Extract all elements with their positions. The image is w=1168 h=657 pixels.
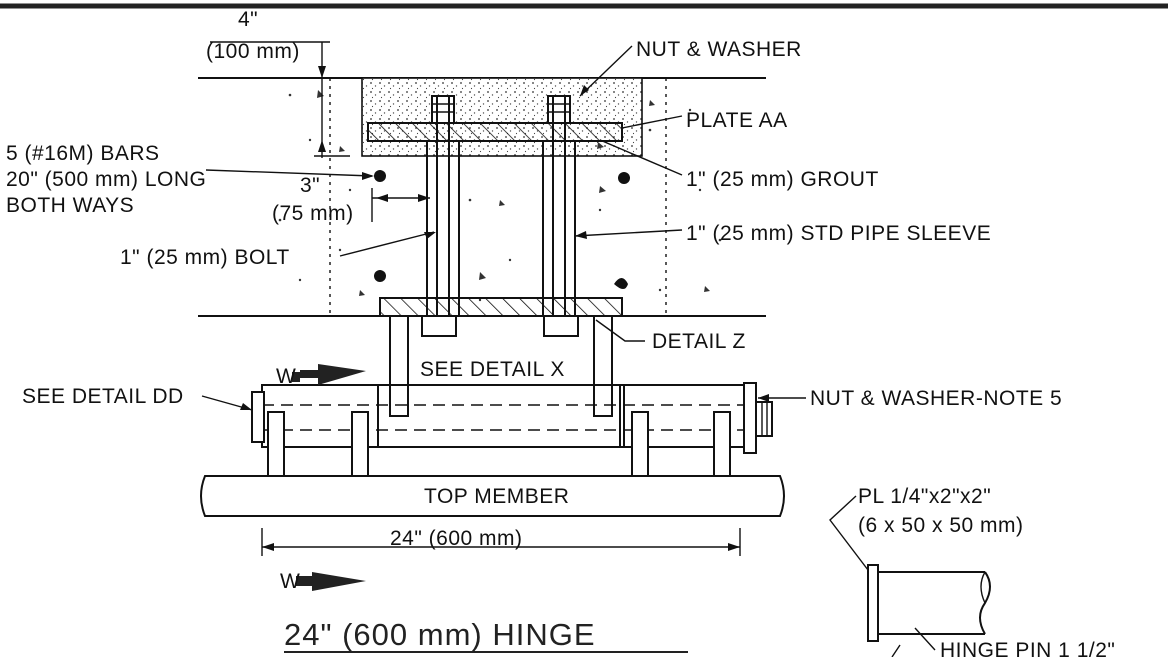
- dim-75mm-label: (75 mm): [272, 202, 354, 225]
- plate-aa-label: PLATE AA: [686, 109, 788, 132]
- hinge-pin-label: HINGE PIN 1 1/2": [940, 639, 1115, 657]
- rebar-dot: [374, 170, 386, 182]
- section-marker-bottom: W: [280, 570, 366, 593]
- bars-label-line1: 5 (#16M) BARS: [6, 142, 160, 165]
- plate-spec-label-line2: (6 x 50 x 50 mm): [858, 514, 1024, 537]
- see-detail-x-label: SEE DETAIL X: [420, 358, 565, 381]
- lower-plate: [379, 297, 623, 317]
- rebar-dot: [374, 270, 386, 282]
- detail-z-label: DETAIL Z: [652, 330, 746, 353]
- section-marker-w-bottom: W: [280, 570, 300, 593]
- see-detail-dd-label: SEE DETAIL DD: [22, 385, 184, 408]
- top-member: [200, 475, 785, 517]
- bars-label-line3: BOTH WAYS: [6, 194, 134, 217]
- nut-washer-label: NUT & WASHER: [636, 38, 802, 61]
- hinge-pin-detail: [867, 564, 991, 642]
- dim-24in-label: 24" (600 mm): [390, 527, 523, 550]
- concrete-pier: [198, 77, 766, 317]
- dim-100mm-label: (100 mm): [206, 40, 300, 63]
- dimensions: [210, 41, 741, 556]
- rebar-dot: [618, 172, 630, 184]
- hinge-assembly: [200, 315, 785, 517]
- plate-aa: [367, 122, 623, 142]
- bolt-label: 1" (25 mm) BOLT: [120, 246, 290, 269]
- dim-3in-label: 3": [300, 174, 320, 197]
- nut-washer-note5-label: NUT & WASHER-NOTE 5: [810, 387, 1062, 410]
- plate-spec-label-line1: PL 1/4"x2"x2": [858, 485, 991, 508]
- rebar-dot: [614, 278, 628, 289]
- grout-label: 1" (25 mm) GROUT: [686, 168, 879, 191]
- dim-4in-label: 4": [238, 8, 258, 31]
- leader-lines: [201, 45, 936, 657]
- anchor-bolts: [421, 95, 579, 337]
- bars-label-line2: 20" (500 mm) LONG: [6, 168, 206, 191]
- top-member-label: TOP MEMBER: [424, 485, 569, 508]
- section-marker-w-top: W: [276, 365, 296, 388]
- drawing-title: 24" (600 mm) HINGE: [284, 617, 596, 652]
- pipe-sleeve-label: 1" (25 mm) STD PIPE SLEEVE: [686, 222, 991, 245]
- section-marker-top: W: [276, 364, 366, 388]
